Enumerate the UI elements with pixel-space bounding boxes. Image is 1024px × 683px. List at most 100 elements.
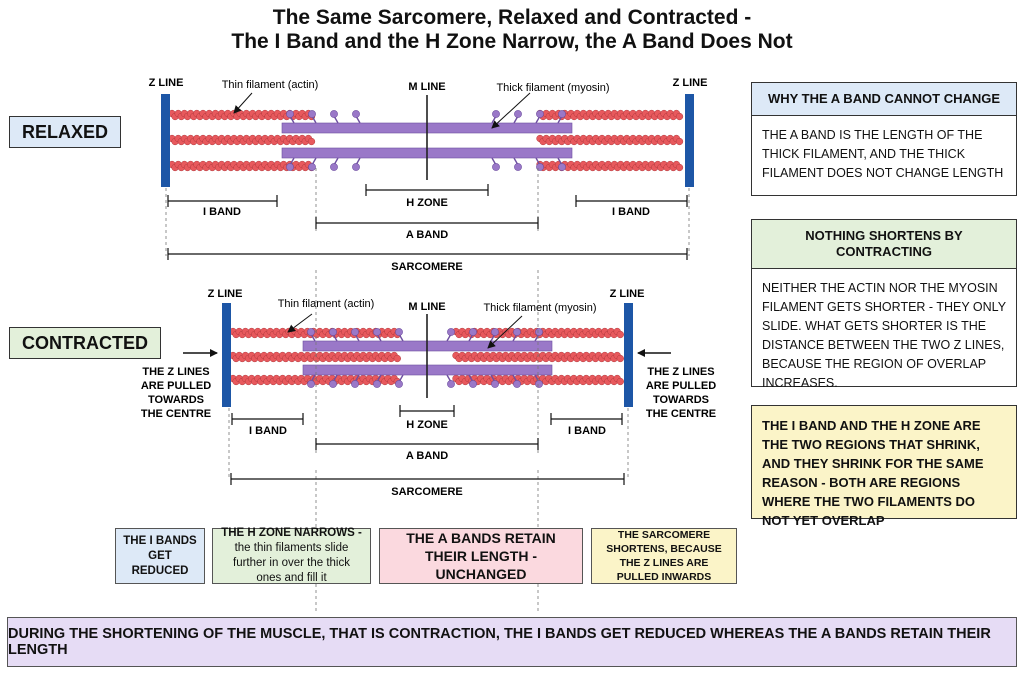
why-a-band-box: WHY THE A BAND CANNOT CHANGE THE A BAND … bbox=[751, 82, 1017, 196]
relaxed-z-line-left bbox=[161, 94, 170, 187]
caption-i-bands: THE I BANDS GET REDUCED bbox=[115, 528, 205, 584]
myosin-head bbox=[307, 328, 315, 336]
myosin-head bbox=[492, 163, 500, 171]
myosin-head bbox=[351, 328, 359, 336]
actin-strand bbox=[536, 134, 684, 146]
pull-right-line-2: ARE PULLED bbox=[646, 380, 716, 392]
myosin-head bbox=[329, 380, 337, 388]
contracted-thin-filaments bbox=[229, 327, 624, 386]
actin-bead bbox=[675, 163, 684, 172]
relaxed-thin-filament-label: Thin filament (actin) bbox=[222, 79, 319, 91]
relaxed-thick-leader bbox=[491, 92, 531, 129]
caption-sarcomere: THE SARCOMERE SHORTENS, BECAUSE THE Z LI… bbox=[591, 528, 737, 584]
relaxed-h-zone-bar bbox=[365, 184, 489, 196]
relaxed-z-line-right-label: Z LINE bbox=[673, 77, 708, 89]
myosin-head bbox=[492, 110, 500, 118]
contracted-i-band-left-label: I BAND bbox=[249, 425, 287, 437]
title-line-1: The Same Sarcomere, Relaxed and Contract… bbox=[272, 6, 752, 29]
contracted-z-line-left bbox=[222, 303, 231, 407]
myosin-head bbox=[491, 328, 499, 336]
contracted-sarcomere: Z LINE Z LINE M LINE Thin filament (acti… bbox=[141, 270, 716, 612]
myosin-head bbox=[395, 328, 403, 336]
myosin-head bbox=[558, 163, 566, 171]
shrink-box: THE I BAND AND THE H ZONE ARE THE TWO RE… bbox=[751, 405, 1017, 528]
pull-text-right: THE Z LINES ARE PULLED TOWARDS THE CENTR… bbox=[646, 366, 716, 420]
myosin-head bbox=[491, 380, 499, 388]
shrink-body: THE I BAND AND THE H ZONE ARE THE TWO RE… bbox=[762, 418, 984, 528]
actin-bead bbox=[675, 137, 684, 146]
title-line-2: The I Band and the H Zone Narrow, the A … bbox=[231, 30, 793, 53]
myosin-head bbox=[469, 380, 477, 388]
pull-right-line-4: THE CENTRE bbox=[646, 408, 716, 420]
contracted-z-line-left-label: Z LINE bbox=[208, 288, 243, 300]
contracted-guide-lines bbox=[228, 270, 629, 612]
myosin-head bbox=[514, 163, 522, 171]
actin-strand bbox=[229, 351, 401, 363]
caption-a-bands: THE A BANDS RETAIN THEIR LENGTH - UNCHAN… bbox=[379, 528, 583, 584]
caption-h-zone-head: THE H ZONE NARROWS - bbox=[221, 527, 362, 539]
myosin-head bbox=[513, 328, 521, 336]
contracted-thin-leader bbox=[287, 313, 313, 333]
contracted-sarcomere-label: SARCOMERE bbox=[391, 486, 463, 498]
actin-bead bbox=[675, 112, 684, 121]
contracted-i-band-right-bar bbox=[550, 413, 623, 425]
myosin-head bbox=[447, 328, 455, 336]
caption-h-zone: THE H ZONE NARROWS - the thin filaments … bbox=[212, 527, 371, 584]
myosin-head bbox=[447, 380, 455, 388]
myosin-head bbox=[373, 380, 381, 388]
contracted-i-band-right-label: I BAND bbox=[568, 425, 606, 437]
myosin-head bbox=[286, 163, 294, 171]
pull-left-line-2: ARE PULLED bbox=[141, 380, 211, 392]
actin-strand bbox=[168, 160, 316, 172]
relaxed-z-line-right bbox=[685, 94, 694, 187]
relaxed-h-zone-label: H ZONE bbox=[406, 197, 448, 209]
relaxed-i-band-right-bar bbox=[575, 195, 688, 207]
actin-strand bbox=[452, 351, 624, 363]
contracted-a-band-label: A BAND bbox=[406, 450, 448, 462]
why-a-band-heading: WHY THE A BAND CANNOT CHANGE bbox=[752, 83, 1016, 116]
actin-bead bbox=[393, 354, 401, 363]
footer-text: DURING THE SHORTENING OF THE MUSCLE, THA… bbox=[8, 626, 991, 658]
relaxed-a-band-label: A BAND bbox=[406, 229, 448, 241]
myosin-head bbox=[514, 110, 522, 118]
myosin-head bbox=[308, 163, 316, 171]
page-title: The Same Sarcomere, Relaxed and Contract… bbox=[0, 6, 1024, 54]
myosin-head bbox=[395, 380, 403, 388]
contracted-h-zone-label: H ZONE bbox=[406, 419, 448, 431]
contracted-thick-leader bbox=[487, 315, 523, 349]
contracted-state-label: CONTRACTED bbox=[9, 327, 161, 359]
myosin-head bbox=[513, 380, 521, 388]
contracted-z-line-right-label: Z LINE bbox=[610, 288, 645, 300]
contracted-i-band-left-bar bbox=[231, 413, 304, 425]
myosin-head bbox=[469, 328, 477, 336]
why-a-band-body: THE A BAND IS THE LENGTH OF THE THICK FI… bbox=[762, 128, 1004, 180]
contracted-m-line-label: M LINE bbox=[408, 301, 445, 313]
caption-a-bands-text: THE A BANDS RETAIN THEIR LENGTH - UNCHAN… bbox=[406, 530, 556, 582]
contracted-thin-filament-label: Thin filament (actin) bbox=[278, 298, 375, 310]
relaxed-m-line-label: M LINE bbox=[408, 81, 445, 93]
actin-bead bbox=[307, 137, 316, 146]
myosin-head bbox=[330, 163, 338, 171]
actin-bead bbox=[616, 330, 624, 339]
myosin-head bbox=[535, 380, 543, 388]
relaxed-sarcomere-bar bbox=[167, 248, 688, 260]
relaxed-a-band-bar bbox=[315, 217, 539, 229]
caption-sarcomere-text: THE SARCOMERE SHORTENS, BECAUSE THE Z LI… bbox=[606, 529, 722, 583]
caption-h-zone-body: the thin filaments slide further in over… bbox=[233, 542, 350, 584]
pull-left-line-4: THE CENTRE bbox=[141, 408, 211, 420]
relaxed-i-band-left-label: I BAND bbox=[203, 206, 241, 218]
myosin-head bbox=[535, 328, 543, 336]
myosin-head bbox=[352, 163, 360, 171]
relaxed-sarcomere-label: SARCOMERE bbox=[391, 261, 463, 273]
contracted-a-band-bar bbox=[315, 438, 539, 450]
relaxed-sarcomere: Z LINE Z LINE M LINE Thin filament (acti… bbox=[149, 77, 708, 273]
actin-bead bbox=[616, 354, 624, 363]
myosin-head bbox=[536, 110, 544, 118]
pull-right-line-1: THE Z LINES bbox=[647, 366, 714, 378]
pull-left-line-3: TOWARDS bbox=[148, 394, 204, 406]
relaxed-thin-filaments bbox=[168, 109, 684, 172]
relaxed-thin-leader bbox=[233, 92, 253, 114]
relaxed-state-label: RELAXED bbox=[9, 116, 122, 148]
contracted-thick-filament-label: Thick filament (myosin) bbox=[483, 302, 596, 314]
